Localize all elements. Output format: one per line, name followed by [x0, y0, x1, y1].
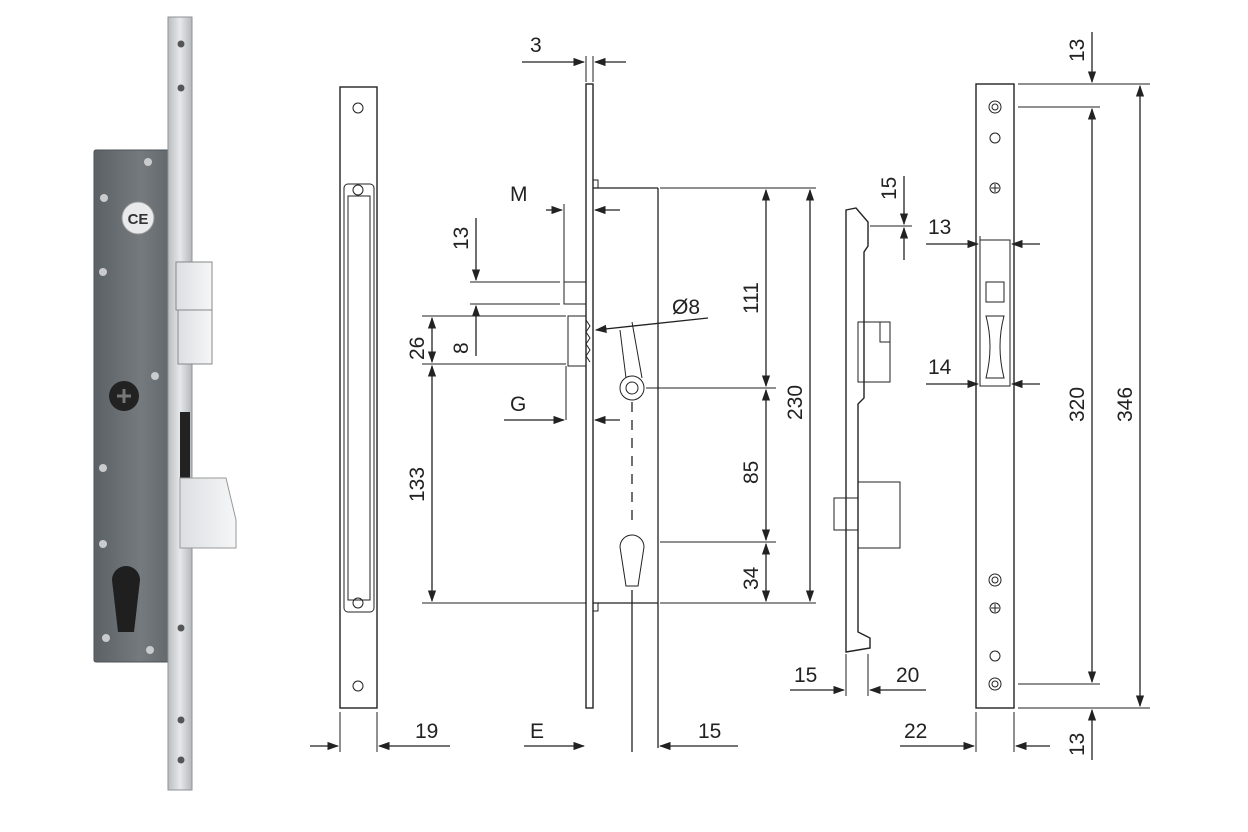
- body-rivet-icon: [99, 268, 107, 276]
- edge-profile-view: 15 15 20: [790, 176, 926, 696]
- ce-mark-icon: [121, 201, 155, 235]
- screw-hole-icon: [177, 756, 185, 764]
- dim-latch-offset: 13: [450, 227, 473, 250]
- screw-hole-icon: [177, 716, 185, 724]
- dim-111: 111: [740, 282, 763, 314]
- body-rivet-icon: [146, 646, 154, 654]
- dim-230: 230: [784, 385, 807, 420]
- faceplate: [167, 16, 193, 791]
- dim-85: 85: [740, 461, 763, 484]
- dim-right-13-latch: 13: [928, 216, 951, 239]
- dim-right-14: 14: [928, 356, 952, 379]
- body-rivet-icon: [151, 372, 159, 380]
- ce-mark: CE: [128, 211, 149, 228]
- dim-e-label: E: [530, 720, 544, 743]
- body-rivet-icon: [99, 540, 107, 548]
- lock-photo: CE: [93, 16, 237, 791]
- screw-hole-icon: [177, 84, 185, 92]
- faceplate-front-view: 19: [310, 86, 450, 752]
- dim-right-320: 320: [1066, 387, 1089, 422]
- dim-depth-15: 15: [698, 720, 721, 743]
- dim-34: 34: [740, 566, 763, 590]
- dim-8: 8: [450, 342, 473, 354]
- dim-plate-width: 19: [415, 720, 438, 743]
- dim-plate-thickness: 3: [530, 34, 542, 57]
- latch-slot: [180, 412, 190, 478]
- body-rivet-icon: [100, 194, 108, 202]
- screw-hole-icon: [177, 40, 185, 48]
- dim-right-22: 22: [904, 720, 927, 743]
- dim-133: 133: [406, 467, 429, 502]
- dim-right-13-top: 13: [1066, 39, 1089, 62]
- cylinder-cutout: [112, 566, 140, 632]
- dim-26: 26: [406, 337, 429, 360]
- spindle-cross-icon: [117, 389, 131, 403]
- dim-right-346: 346: [1114, 387, 1137, 422]
- strike-plate-view: 13 13 14 320 346 13 22: [900, 32, 1150, 760]
- dim-side-15-bottom: 15: [794, 664, 817, 687]
- screw-hole-icon: [177, 624, 185, 632]
- body-rivet-icon: [102, 634, 110, 642]
- body-rivet-icon: [144, 158, 152, 166]
- dim-m-label: M: [510, 183, 528, 206]
- dim-right-13-bottom: 13: [1066, 733, 1089, 756]
- hook-bolt: [179, 477, 237, 549]
- dim-side-20: 20: [896, 664, 919, 687]
- roller-latch: [177, 309, 213, 365]
- deadbolt: [175, 261, 213, 311]
- body-rivet-icon: [99, 464, 107, 472]
- dim-g-label: G: [510, 393, 526, 416]
- dim-diameter-8: Ø8: [672, 296, 700, 319]
- section-view: 3 M 13 26 8 G 133 Ø8: [406, 34, 816, 752]
- dim-side-15-top: 15: [878, 177, 901, 200]
